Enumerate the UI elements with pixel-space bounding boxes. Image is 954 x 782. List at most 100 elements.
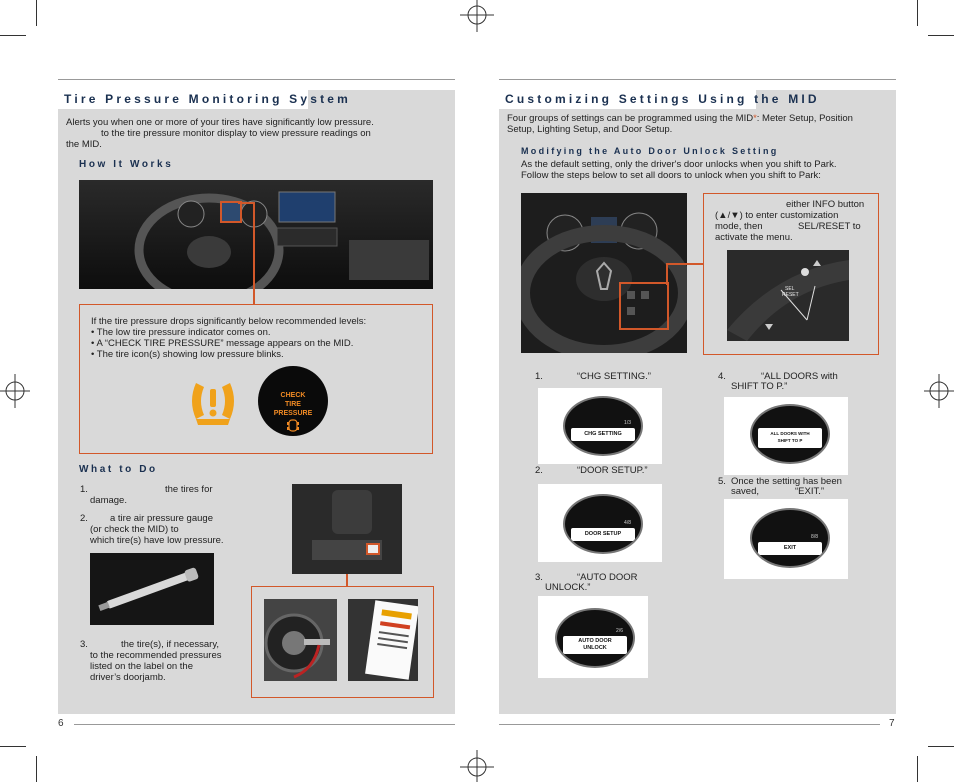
crop-mark [917, 0, 918, 26]
step-number: 4. [718, 371, 726, 382]
sel-reset-label: SEL [785, 286, 795, 292]
steering-wheel-photo [521, 193, 687, 353]
callout-connector [666, 263, 668, 285]
mid-auto-door-unlock-screen: AUTO DOOR UNLOCK 2/6 [555, 608, 635, 668]
sub-line: As the default setting, only the driver'… [521, 159, 837, 170]
top-rule [58, 79, 455, 80]
step-text: saved, [731, 486, 759, 497]
callout-text: SEL/RESET to [798, 221, 861, 232]
mid-message-line: PRESSURE [273, 410, 313, 417]
intro-line: the MID. [66, 139, 102, 150]
mid-page-indicator: 8/8 [811, 534, 818, 540]
step-number: 3. [80, 639, 88, 650]
intro-line: Alerts you when one or more of your tire… [66, 117, 374, 128]
bottom-rule [74, 724, 455, 725]
callout-intro: If the tire pressure drops significantly… [91, 316, 367, 327]
top-rule [499, 79, 896, 80]
car-tire-icon [287, 419, 299, 432]
callout-text: mode, then [715, 221, 763, 232]
crop-mark [36, 0, 37, 26]
step-text: which tire(s) have low pressure. [90, 535, 224, 546]
mid-screen-label: SHIFT TO P [777, 438, 803, 443]
mid-exit-screen: EXIT 8/8 [750, 508, 830, 568]
callout-connector [666, 263, 704, 265]
callout-text: (▲/▼) to enter customization [715, 210, 839, 221]
mid-screen-label: ALL DOORS WITH [770, 431, 810, 436]
mid-screen-label: AUTO DOOR [578, 638, 612, 644]
intro-text: : Meter Setup, Position [756, 113, 853, 124]
callout-connector [238, 202, 254, 204]
doorjamb-photo [292, 484, 402, 574]
step-number: 2. [80, 513, 88, 524]
crop-mark [0, 35, 26, 36]
callout-connector [253, 202, 255, 304]
step-text: listed on the label on the [90, 661, 193, 672]
mid-screen-label: EXIT [783, 545, 797, 551]
step-number: 1. [535, 371, 543, 382]
crop-mark [0, 746, 26, 747]
callout-item: • A “CHECK TIRE PRESSURE” message appear… [91, 338, 354, 349]
step-text: “DOOR SETUP.” [577, 465, 648, 476]
pressure-gauge-photo [90, 553, 214, 625]
crop-mark [917, 756, 918, 782]
intro-line: to the tire pressure monitor display to … [101, 128, 371, 139]
dashboard-illustration [79, 180, 433, 289]
low-tire-pressure-indicator-icon [192, 383, 234, 425]
mid-chg-setting-screen: CHG SETTING 1/3 [563, 396, 643, 456]
step-text: “EXIT.” [795, 486, 825, 497]
crop-mark [36, 756, 37, 782]
registration-mark-icon [460, 750, 494, 782]
callout-item: • The low tire pressure indicator comes … [91, 327, 271, 338]
registration-mark-icon [460, 0, 494, 32]
step-text: (or check the MID) to [90, 524, 179, 535]
intro-line: Setup, Lighting Setup, and Door Setup. [507, 124, 673, 135]
page-title: Customizing Settings Using the MID [505, 92, 820, 106]
callout-connector [346, 574, 348, 586]
mid-page-indicator: 1/3 [624, 420, 631, 426]
mid-message-line: TIRE [285, 401, 301, 408]
page-number: 6 [58, 718, 64, 729]
mid-highlight-bar [571, 428, 635, 441]
mid-screen-label: DOOR SETUP [584, 531, 622, 537]
how-it-works-heading: How It Works [79, 159, 174, 170]
registration-mark-icon [0, 374, 30, 408]
step-text: to the recommended pressures [90, 650, 222, 661]
what-to-do-heading: What to Do [79, 464, 158, 475]
mid-page-indicator: 4/8 [624, 520, 631, 526]
sel-reset-label: RESET [782, 292, 799, 298]
mid-door-setup-screen: DOOR SETUP 4/8 [563, 494, 643, 554]
step-text: driver’s doorjamb. [90, 672, 166, 683]
crop-mark [928, 746, 954, 747]
step-number: 1. [80, 484, 88, 495]
crop-mark [928, 35, 954, 36]
step-number: 2. [535, 465, 543, 476]
tire-label-photo [348, 599, 418, 681]
registration-mark-icon [924, 374, 954, 408]
step-text: a tire air pressure gauge [110, 513, 213, 524]
intro-text: Four groups of settings can be programme… [507, 113, 754, 124]
auto-door-unlock-heading: Modifying the Auto Door Unlock Setting [521, 146, 779, 156]
footnote-star: * [753, 113, 757, 124]
intro-line: Four groups of settings can be programme… [507, 113, 853, 125]
mid-all-doors-screen: ALL DOORS WITH SHIFT TO P [750, 404, 830, 464]
page-title: Tire Pressure Monitoring System [64, 92, 352, 106]
callout-text: either INFO button [786, 199, 865, 210]
step-text: UNLOCK.” [545, 582, 591, 593]
info-button-closeup-photo: SEL RESET [727, 250, 849, 341]
step-text: “ALL DOORS with [761, 371, 838, 382]
step-text: “AUTO DOOR [577, 572, 638, 583]
mid-highlight-bar [571, 528, 635, 541]
step-text: the tire(s), if necessary, [121, 639, 220, 650]
mid-message-line: CHECK [280, 392, 306, 399]
low-pressure-callout [79, 304, 433, 454]
mid-screen-label: CHG SETTING [584, 431, 622, 437]
step-text: SHIFT TO P.” [731, 381, 788, 392]
mid-highlight-bar [758, 542, 822, 555]
section-header: Customizing Settings Using the MID [499, 90, 817, 109]
section-header: Tire Pressure Monitoring System [58, 90, 348, 109]
page-number: 7 [889, 718, 895, 729]
mid-highlight-bar [758, 428, 822, 448]
check-tire-pressure-display: CHECK TIRE PRESSURE [258, 366, 328, 436]
callout-text: activate the menu. [715, 232, 793, 243]
step-text: the tires for [165, 484, 213, 495]
